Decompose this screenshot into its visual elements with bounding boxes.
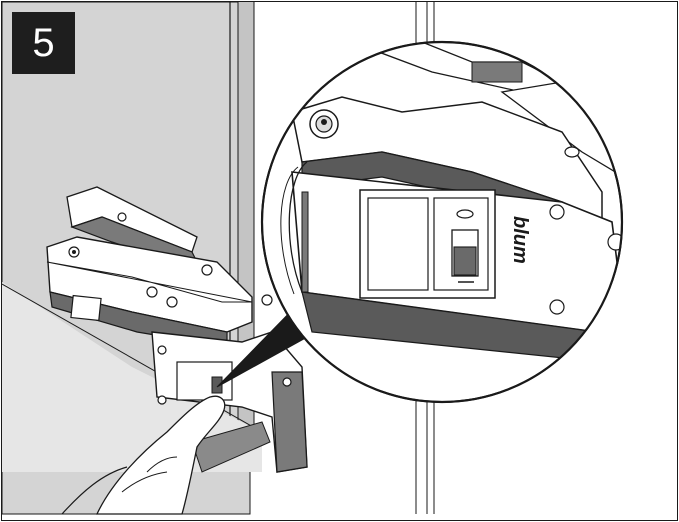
detail-magnifier: blum [260, 40, 624, 404]
hinge-body [46, 186, 308, 473]
step-number-badge: 5 [12, 12, 75, 74]
brand-logo: blum [509, 216, 531, 264]
pointing-hand [61, 395, 226, 515]
